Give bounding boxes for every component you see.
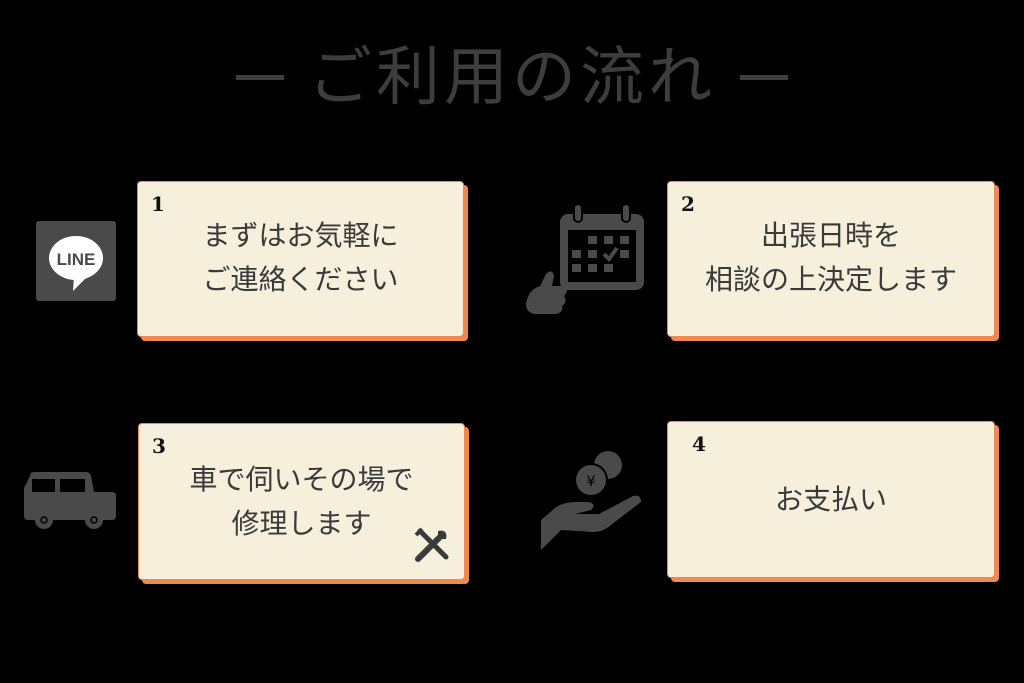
tools-icon [414,527,450,563]
step-number: 1 [151,192,165,216]
step-card-3: 3 車で伺いその場で 修理します [138,423,465,580]
title-text: ご利用の流れ [308,41,716,115]
hand-coin-yen-icon: ¥ [541,450,646,554]
line-icon: LINE [36,221,116,301]
svg-text:LINE: LINE [57,250,96,269]
calendar-thumbs-up-icon [524,203,649,319]
step-number: 3 [152,434,166,458]
car-icon [24,472,116,532]
step-number: 4 [692,432,706,456]
step-text-line: まずはお気軽に [202,219,399,252]
step-text-line: ご連絡ください [202,263,399,296]
step-text-line: 出張日時を [760,219,901,252]
step-card-1: 1 まずはお気軽に ご連絡ください [137,181,464,337]
step-text-line: お支払い [774,483,887,516]
step-number: 2 [681,192,695,216]
step-card-2: 2 出張日時を 相談の上決定します [667,181,995,337]
title-dash-left [236,74,284,80]
step-card-4: 4 お支払い [667,421,995,578]
page-title: ご利用の流れ [0,38,1024,118]
step-text-line: 車で伺いその場で [189,463,414,496]
step-text-line: 修理します [231,507,372,540]
title-dash-right [740,74,788,80]
svg-text:¥: ¥ [587,474,596,490]
step-text-line: 相談の上決定します [704,263,957,296]
